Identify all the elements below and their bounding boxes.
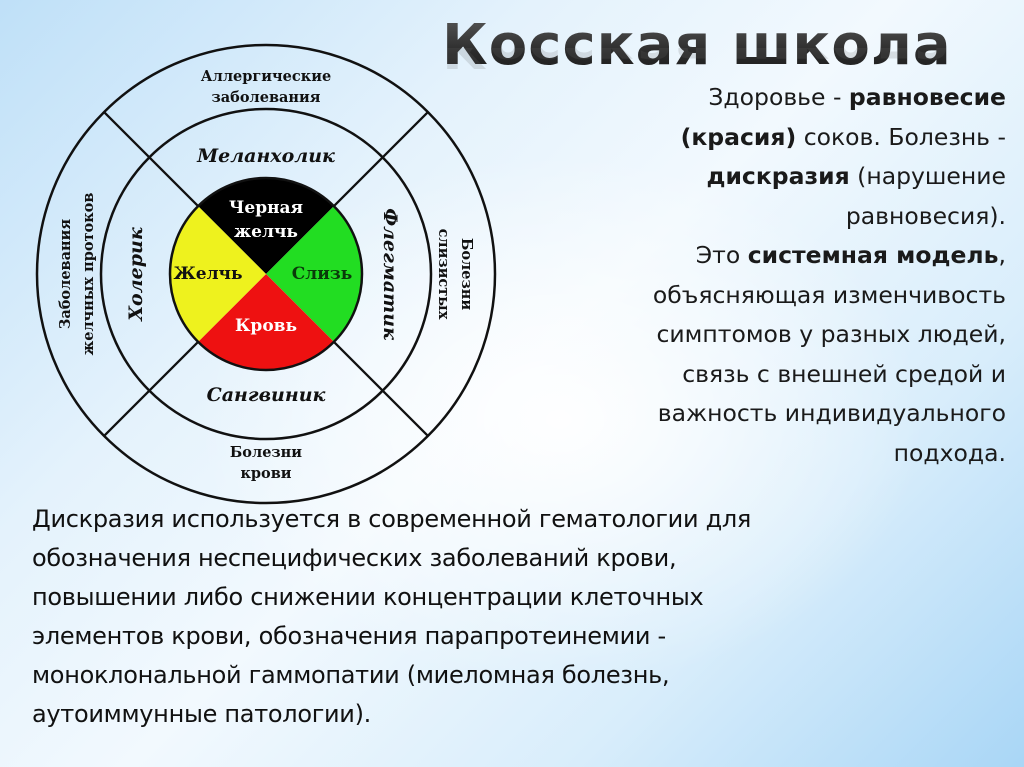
slide-title: Косская школа bbox=[442, 13, 952, 78]
disease-blood-2: крови bbox=[240, 465, 291, 482]
segment-yellow-bile bbox=[169, 206, 266, 342]
dyscrasia-paragraph: Дискразия используется в современной гем… bbox=[32, 500, 992, 734]
label-black-bile-2: желчь bbox=[234, 222, 298, 242]
svg-text:желчных протоков: желчных протоков bbox=[80, 193, 97, 356]
disease-bile-ducts: Заболевания желчных протоков bbox=[57, 193, 97, 356]
disease-blood-1: Болезни bbox=[230, 444, 302, 461]
label-yellow-bile: Желчь bbox=[173, 264, 242, 284]
svg-text:слизистых: слизистых bbox=[435, 229, 452, 320]
slide-title-reflection: Косская школа bbox=[442, 48, 952, 78]
paragraph-line: повышении либо снижении концентрации кле… bbox=[32, 583, 704, 611]
disease-allergic-1: Аллергические bbox=[201, 68, 331, 85]
center-humors-disc bbox=[168, 176, 364, 372]
temperament-phlegmatic: Флегматик bbox=[379, 208, 401, 340]
segment-black-bile bbox=[198, 177, 334, 274]
label-phlegm: Слизь bbox=[292, 264, 353, 284]
temperament-choleric: Холерик bbox=[125, 227, 147, 322]
temperament-sanguine: Сангвиник bbox=[207, 384, 326, 406]
middle-ring bbox=[99, 107, 433, 441]
humors-diagram: Черная желчь Желчь Слизь Кровь Меланхоли… bbox=[35, 43, 497, 505]
paragraph-line: Дискразия используется в современной гем… bbox=[32, 505, 752, 533]
label-black-bile-1: Черная bbox=[229, 198, 303, 218]
segment-blood bbox=[198, 274, 334, 371]
paragraph-line: аутоиммунные патологии). bbox=[32, 700, 371, 728]
segment-phlegm bbox=[266, 206, 363, 342]
paragraph-line: моноклональной гаммопатии (миеломная бол… bbox=[32, 661, 670, 689]
label-blood: Кровь bbox=[235, 316, 297, 336]
svg-text:Заболевания: Заболевания bbox=[57, 219, 74, 329]
outer-ring bbox=[35, 43, 497, 505]
svg-text:Болезни: Болезни bbox=[458, 238, 475, 310]
disease-allergic-2: заболевания bbox=[212, 89, 321, 106]
health-definition-paragraph: Здоровье - равновесие (красия) соков. Бо… bbox=[652, 83, 1006, 467]
disease-mucosa: Болезни слизистых bbox=[435, 229, 475, 320]
temperament-melancholic: Меланхолик bbox=[196, 145, 335, 167]
paragraph-line: элементов крови, обозначения парапротеин… bbox=[32, 622, 666, 650]
paragraph-line: обозначения неспецифических заболеваний … bbox=[32, 544, 677, 572]
